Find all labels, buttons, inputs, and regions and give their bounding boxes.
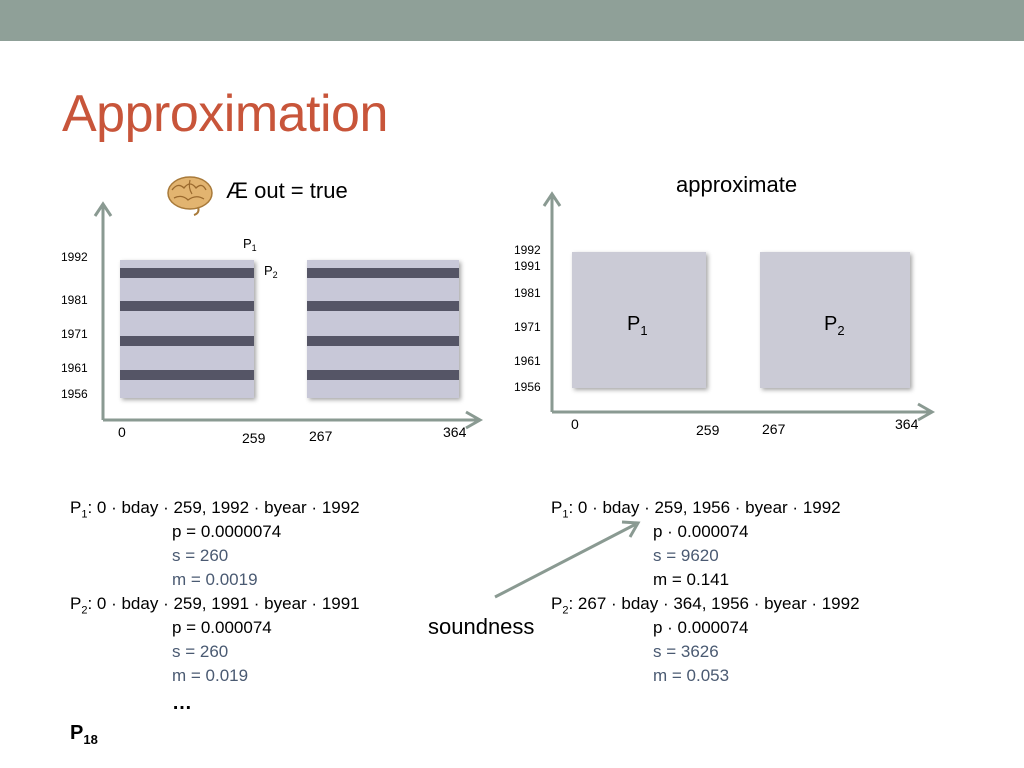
left-x-label-259: 259 (242, 430, 266, 446)
left-chart-stripes (120, 268, 459, 380)
left-x-label-267: 267 (309, 428, 333, 444)
right-y-label-1991: 1991 (514, 259, 541, 273)
left-p2-label: P2 (264, 263, 278, 280)
left-x-label-0: 0 (118, 424, 126, 440)
left-y-label-1981: 1981 (61, 293, 88, 307)
right-p1-s: s = 9620 (653, 546, 719, 565)
left-chart-axes (93, 201, 484, 430)
right-p1-definition: P1: 0 · bday · 259, 1956 · byear · 1992 (551, 498, 841, 521)
left-y-label-1956: 1956 (61, 387, 88, 401)
right-p2-p: p · 0.000074 (653, 618, 749, 637)
right-y-label-1992: 1992 (514, 243, 541, 257)
right-chart-box-p2 (760, 252, 910, 388)
right-x-label-364: 364 (895, 416, 919, 432)
right-y-label-1981: 1981 (514, 286, 541, 300)
right-x-label-259: 259 (696, 422, 720, 438)
left-definitions: P1: 0 · bday · 259, 1992 · byear · 1992 … (70, 496, 360, 688)
left-p2-definition: P2: 0 · bday · 259, 1991 · byear · 1991 (70, 594, 360, 617)
right-chart-header: approximate (676, 172, 798, 197)
left-p2-p: p = 0.000074 (172, 618, 272, 637)
right-p1-label: P1 (627, 313, 648, 338)
right-p2-s: s = 3626 (653, 642, 719, 661)
right-chart-box-p1 (572, 252, 706, 388)
left-p1-m: m = 0.0019 (172, 570, 258, 589)
left-p1-definition: P1: 0 · bday · 259, 1992 · byear · 1992 (70, 498, 360, 521)
soundness-arrow (494, 520, 641, 599)
right-chart-axes (542, 191, 936, 422)
right-p1-p: p · 0.000074 (653, 522, 749, 541)
left-p1-label: P1 (243, 236, 257, 253)
top-bar (0, 0, 1024, 41)
left-x-label-364: 364 (443, 424, 467, 440)
left-p2-s: s = 260 (172, 642, 229, 661)
right-p2-definition: P2: 267 · bday · 364, 1956 · byear · 199… (551, 594, 860, 617)
right-x-label-267: 267 (762, 421, 786, 437)
left-y-label-1971: 1971 (61, 327, 88, 341)
left-y-label-1961: 1961 (61, 361, 88, 375)
right-y-label-1956: 1956 (514, 380, 541, 394)
left-y-label-1992: 1992 (61, 250, 88, 264)
left-p1-s: s = 260 (172, 546, 229, 565)
right-x-label-0: 0 (571, 416, 579, 432)
slide-title: Approximation (62, 85, 388, 143)
right-definitions: P1: 0 · bday · 259, 1956 · byear · 1992 … (551, 496, 860, 688)
right-p2-label: P2 (824, 313, 845, 338)
right-y-label-1961: 1961 (514, 354, 541, 368)
left-p2-m: m = 0.019 (172, 666, 249, 685)
right-p2-m: m = 0.053 (653, 666, 730, 685)
brain-icon (167, 176, 213, 216)
page-label: P18 (70, 722, 98, 747)
right-p1-m: m = 0.141 (653, 570, 730, 589)
left-p1-p: p = 0.0000074 (172, 522, 282, 541)
left-chart-header: Æ out = true (226, 178, 348, 203)
right-y-label-1971: 1971 (514, 320, 541, 334)
soundness-label: soundness (428, 614, 535, 639)
ellipsis: … (172, 692, 192, 714)
